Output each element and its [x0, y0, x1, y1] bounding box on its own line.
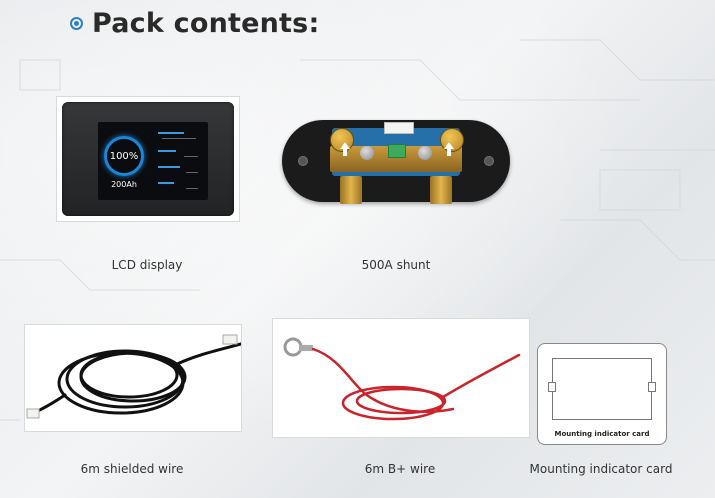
shielded-wire-image: [24, 324, 253, 432]
lcd-readout-line: [186, 172, 198, 173]
page-title: Pack contents:: [92, 7, 320, 39]
lcd-percent: 100%: [109, 150, 139, 162]
lcd-screen: 100% 200Ah: [98, 122, 208, 200]
mounting-notch: [648, 382, 656, 392]
terminal-bolt: [340, 176, 362, 204]
lcd-readout-line: [162, 138, 196, 139]
caption-lcd-display: LCD display: [111, 258, 183, 272]
caption-b-plus-wire: 6m B+ wire: [364, 462, 436, 476]
mounting-cutout: [552, 358, 652, 420]
section-heading: Pack contents:: [70, 6, 319, 40]
arrow-stem: [447, 149, 451, 156]
b-plus-wire-image: [272, 318, 530, 438]
arrow-stem: [343, 149, 347, 156]
caption-mounting-card: Mounting indicator card: [529, 462, 673, 476]
caption-shunt: 500A shunt: [361, 258, 431, 272]
shunt-connector: [384, 122, 414, 134]
soc-ring: [104, 136, 144, 176]
screw-icon: [360, 146, 374, 160]
terminal-bolt: [430, 176, 452, 204]
arrow-up-icon: [444, 142, 454, 149]
mounting-card-label: Mounting indicator card: [554, 430, 650, 438]
mounting-hole: [484, 156, 494, 166]
mounting-notch: [548, 382, 556, 392]
mounting-card-image: Mounting indicator card: [537, 343, 667, 445]
arrow-up-icon: [340, 142, 350, 149]
lcd-capacity: 200Ah: [111, 180, 137, 189]
screw-icon: [418, 146, 432, 160]
lcd-readout-line: [158, 132, 184, 134]
lcd-body: 100% 200Ah: [62, 102, 234, 216]
caption-shielded-wire: 6m shielded wire: [80, 462, 184, 476]
lcd-readout-line: [158, 150, 176, 152]
red-wire-coil: [283, 337, 521, 421]
black-wire-coil: [26, 334, 253, 419]
lcd-readout-line: [186, 188, 198, 189]
lcd-readout-line: [158, 182, 174, 184]
mounting-hole: [298, 156, 308, 166]
shunt-image: [282, 120, 510, 204]
lcd-readout-line: [158, 166, 180, 168]
circle-bullet-icon: [70, 16, 83, 30]
lcd-readout-line: [184, 156, 198, 157]
shunt-chip: [388, 144, 406, 158]
lcd-display-image: 100% 200Ah: [56, 96, 240, 222]
